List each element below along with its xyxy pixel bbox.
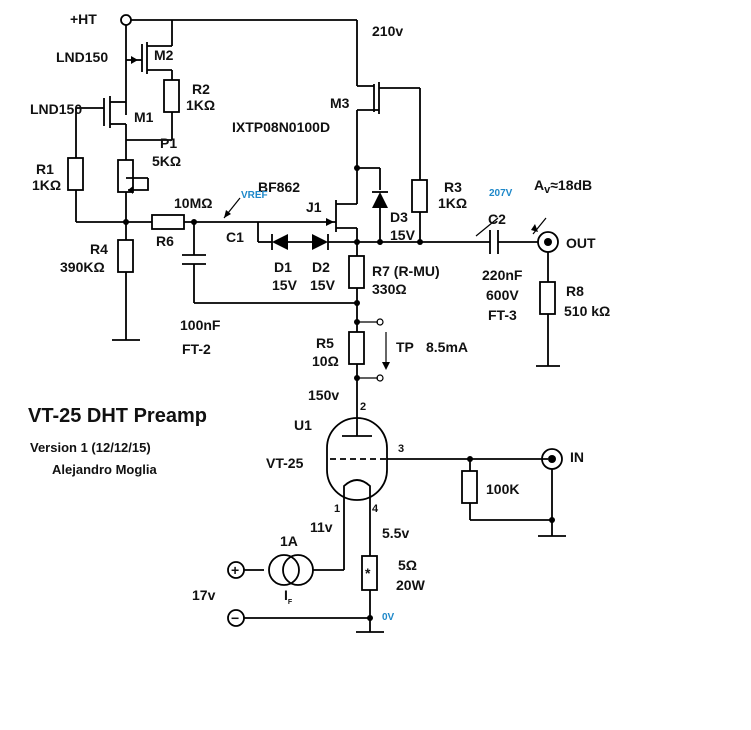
v-150-label: 150v (308, 387, 339, 403)
vref-label: VREF (241, 190, 268, 201)
resistor-r8 (536, 281, 560, 367)
resistor-r1 (67, 108, 152, 223)
r8-value: 510 kΩ (564, 303, 610, 319)
r2-value: 1KΩ (186, 97, 215, 113)
r7-value: 330Ω (372, 281, 407, 297)
r-100k-label: 100K (486, 481, 519, 497)
minus-symbol: − (231, 610, 239, 626)
m1-part-label: LND150 (30, 101, 82, 117)
r4-value: 390KΩ (60, 259, 105, 275)
resistor-r4 (112, 239, 140, 341)
pin1-label: 1 (334, 503, 340, 515)
v-17-label: 17v (192, 587, 216, 603)
resistor-r7 (348, 255, 365, 332)
r6-label: R6 (156, 233, 174, 249)
version-label: Version 1 (12/12/15) (30, 440, 151, 455)
r5-value: 10Ω (312, 353, 339, 369)
d3-label: D3 (390, 209, 408, 225)
mosfet-m1 (76, 96, 172, 160)
m3-part-label: IXTP08N0100D (232, 119, 330, 135)
p1-value: 5KΩ (152, 153, 181, 169)
r2-label: R2 (192, 81, 210, 97)
j1-part-label: BF862 (258, 179, 300, 195)
zener-d3 (372, 191, 388, 245)
potentiometer-p1 (117, 159, 149, 240)
m1-label: M1 (134, 109, 154, 125)
hv-rail (120, 14, 358, 86)
resistor-r2 (163, 79, 180, 140)
pin3-label: 3 (398, 443, 404, 455)
d1-label: D1 (274, 259, 292, 275)
r8-label: R8 (566, 283, 584, 299)
out-label: OUT (566, 235, 596, 251)
hv-rail-label: +HT (70, 11, 97, 27)
c2-label: C2 (488, 211, 506, 227)
labels: +HT 210v LND150 M2 R2 1KΩ LND150 M1 M3 I… (30, 11, 610, 626)
v-0-label: 0V (382, 612, 395, 623)
zener-d1-d2 (257, 222, 357, 250)
pin4-label: 4 (372, 503, 379, 515)
title-block: VT-25 DHT Preamp Version 1 (12/12/15) Al… (28, 405, 207, 477)
if-label: IF (284, 587, 293, 606)
resistor-r3 (357, 179, 499, 245)
mosfet-m3 (354, 82, 421, 190)
d1-value: 15V (272, 277, 298, 293)
c2-voltage: 600V (486, 287, 519, 303)
cs-1a-label: 1A (280, 533, 298, 549)
v-11-label: 11v (310, 519, 333, 535)
c2-type: FT-3 (488, 307, 517, 323)
c2-value: 220nF (482, 267, 523, 283)
author-label: Alejandro Moglia (52, 462, 158, 477)
c-100n-label: 100nF (180, 317, 221, 333)
r1-label: R1 (36, 161, 54, 177)
diagram-title: VT-25 DHT Preamp (28, 405, 207, 427)
d2-label: D2 (312, 259, 330, 275)
resistor-r6 (123, 197, 258, 230)
plus-symbol: + (231, 562, 239, 578)
u1-part-label: VT-25 (266, 455, 304, 471)
d2-value: 15V (310, 277, 336, 293)
m2-part-label: LND150 (56, 49, 108, 65)
r3-label: R3 (444, 179, 462, 195)
d3-value: 15V (390, 227, 416, 243)
c1-label: C1 (226, 229, 244, 245)
star-symbol: * (365, 565, 371, 581)
j1-label: J1 (306, 199, 322, 215)
capacitor-c1 (182, 222, 357, 304)
u1-label: U1 (294, 417, 312, 433)
filament-supply (227, 554, 384, 633)
p1-label: P1 (160, 135, 177, 151)
pin2-label: 2 (360, 401, 366, 413)
r1-value: 1KΩ (32, 177, 61, 193)
gain-label: Av≈18dB (534, 177, 592, 196)
capacitor-c2 (489, 217, 559, 282)
m2-label: M2 (154, 47, 174, 63)
mosfet-m2 (125, 20, 173, 115)
input-network (461, 448, 566, 537)
ft2-label: FT-2 (182, 341, 211, 357)
tp-label: TP (396, 339, 414, 355)
r-5-value: 5Ω (398, 557, 417, 573)
r7-label: R7 (R-MU) (372, 263, 440, 279)
tp-current: 8.5mA (426, 339, 468, 355)
r4-label: R4 (90, 241, 108, 257)
r3-value: 1KΩ (438, 195, 467, 211)
r6-value: 10MΩ (174, 195, 212, 211)
v-207-label: 207V (489, 188, 513, 199)
r5-label: R5 (316, 335, 334, 351)
jfet-j1 (258, 168, 360, 256)
in-label: IN (570, 449, 584, 465)
resistor-r5 (348, 318, 390, 418)
r-5-power: 20W (396, 577, 426, 593)
v-5-5-label: 5.5v (382, 525, 409, 541)
m3-label: M3 (330, 95, 350, 111)
v-210-label: 210v (372, 23, 403, 39)
